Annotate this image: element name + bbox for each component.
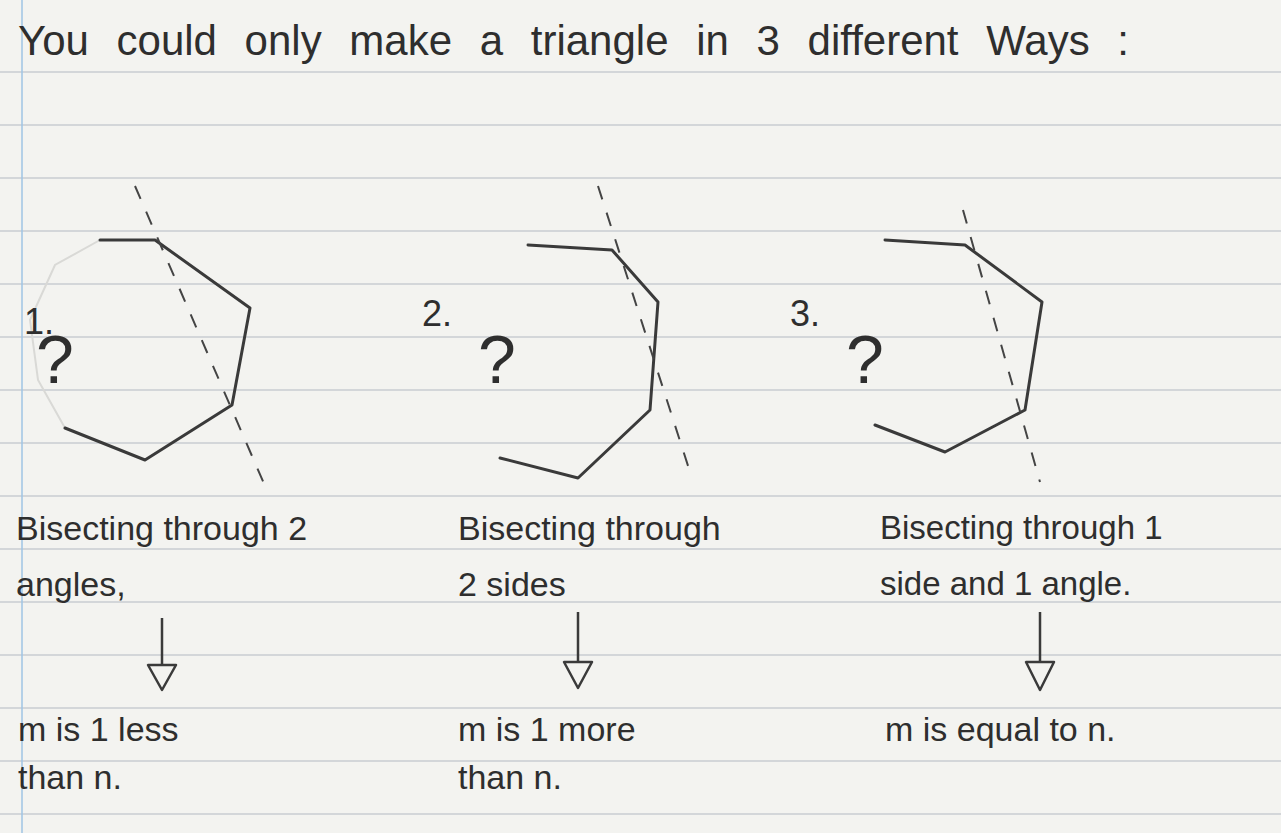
question-mark: ? xyxy=(36,318,74,400)
result-note: m is 1 more than n. xyxy=(458,705,688,801)
heptagon-part xyxy=(65,240,250,460)
bisecting-line xyxy=(135,186,265,486)
method-note: Bisecting through 1 side and 1 angle. xyxy=(880,500,1202,612)
erased-outline xyxy=(30,240,100,428)
ruled-lines xyxy=(0,72,1281,814)
result-note: m is equal to n. xyxy=(885,705,1145,753)
heptagon-part xyxy=(500,245,658,478)
down-arrow xyxy=(148,612,1054,690)
figure-number: 3. xyxy=(790,292,820,335)
result-note: m is 1 less than n. xyxy=(18,705,248,801)
method-note: Bisecting through 2 sides xyxy=(458,500,730,612)
margin-line xyxy=(21,0,23,833)
bisecting-line xyxy=(963,210,1040,482)
heptagon-part xyxy=(875,240,1042,452)
heading-note: You could only make a triangle in 3 diff… xyxy=(18,14,1198,68)
question-mark: ? xyxy=(846,318,884,400)
question-mark: ? xyxy=(478,318,516,400)
bisecting-line xyxy=(598,186,690,472)
figure-number: 2. xyxy=(422,292,452,335)
method-note: Bisecting through 2 angles, xyxy=(16,500,326,612)
